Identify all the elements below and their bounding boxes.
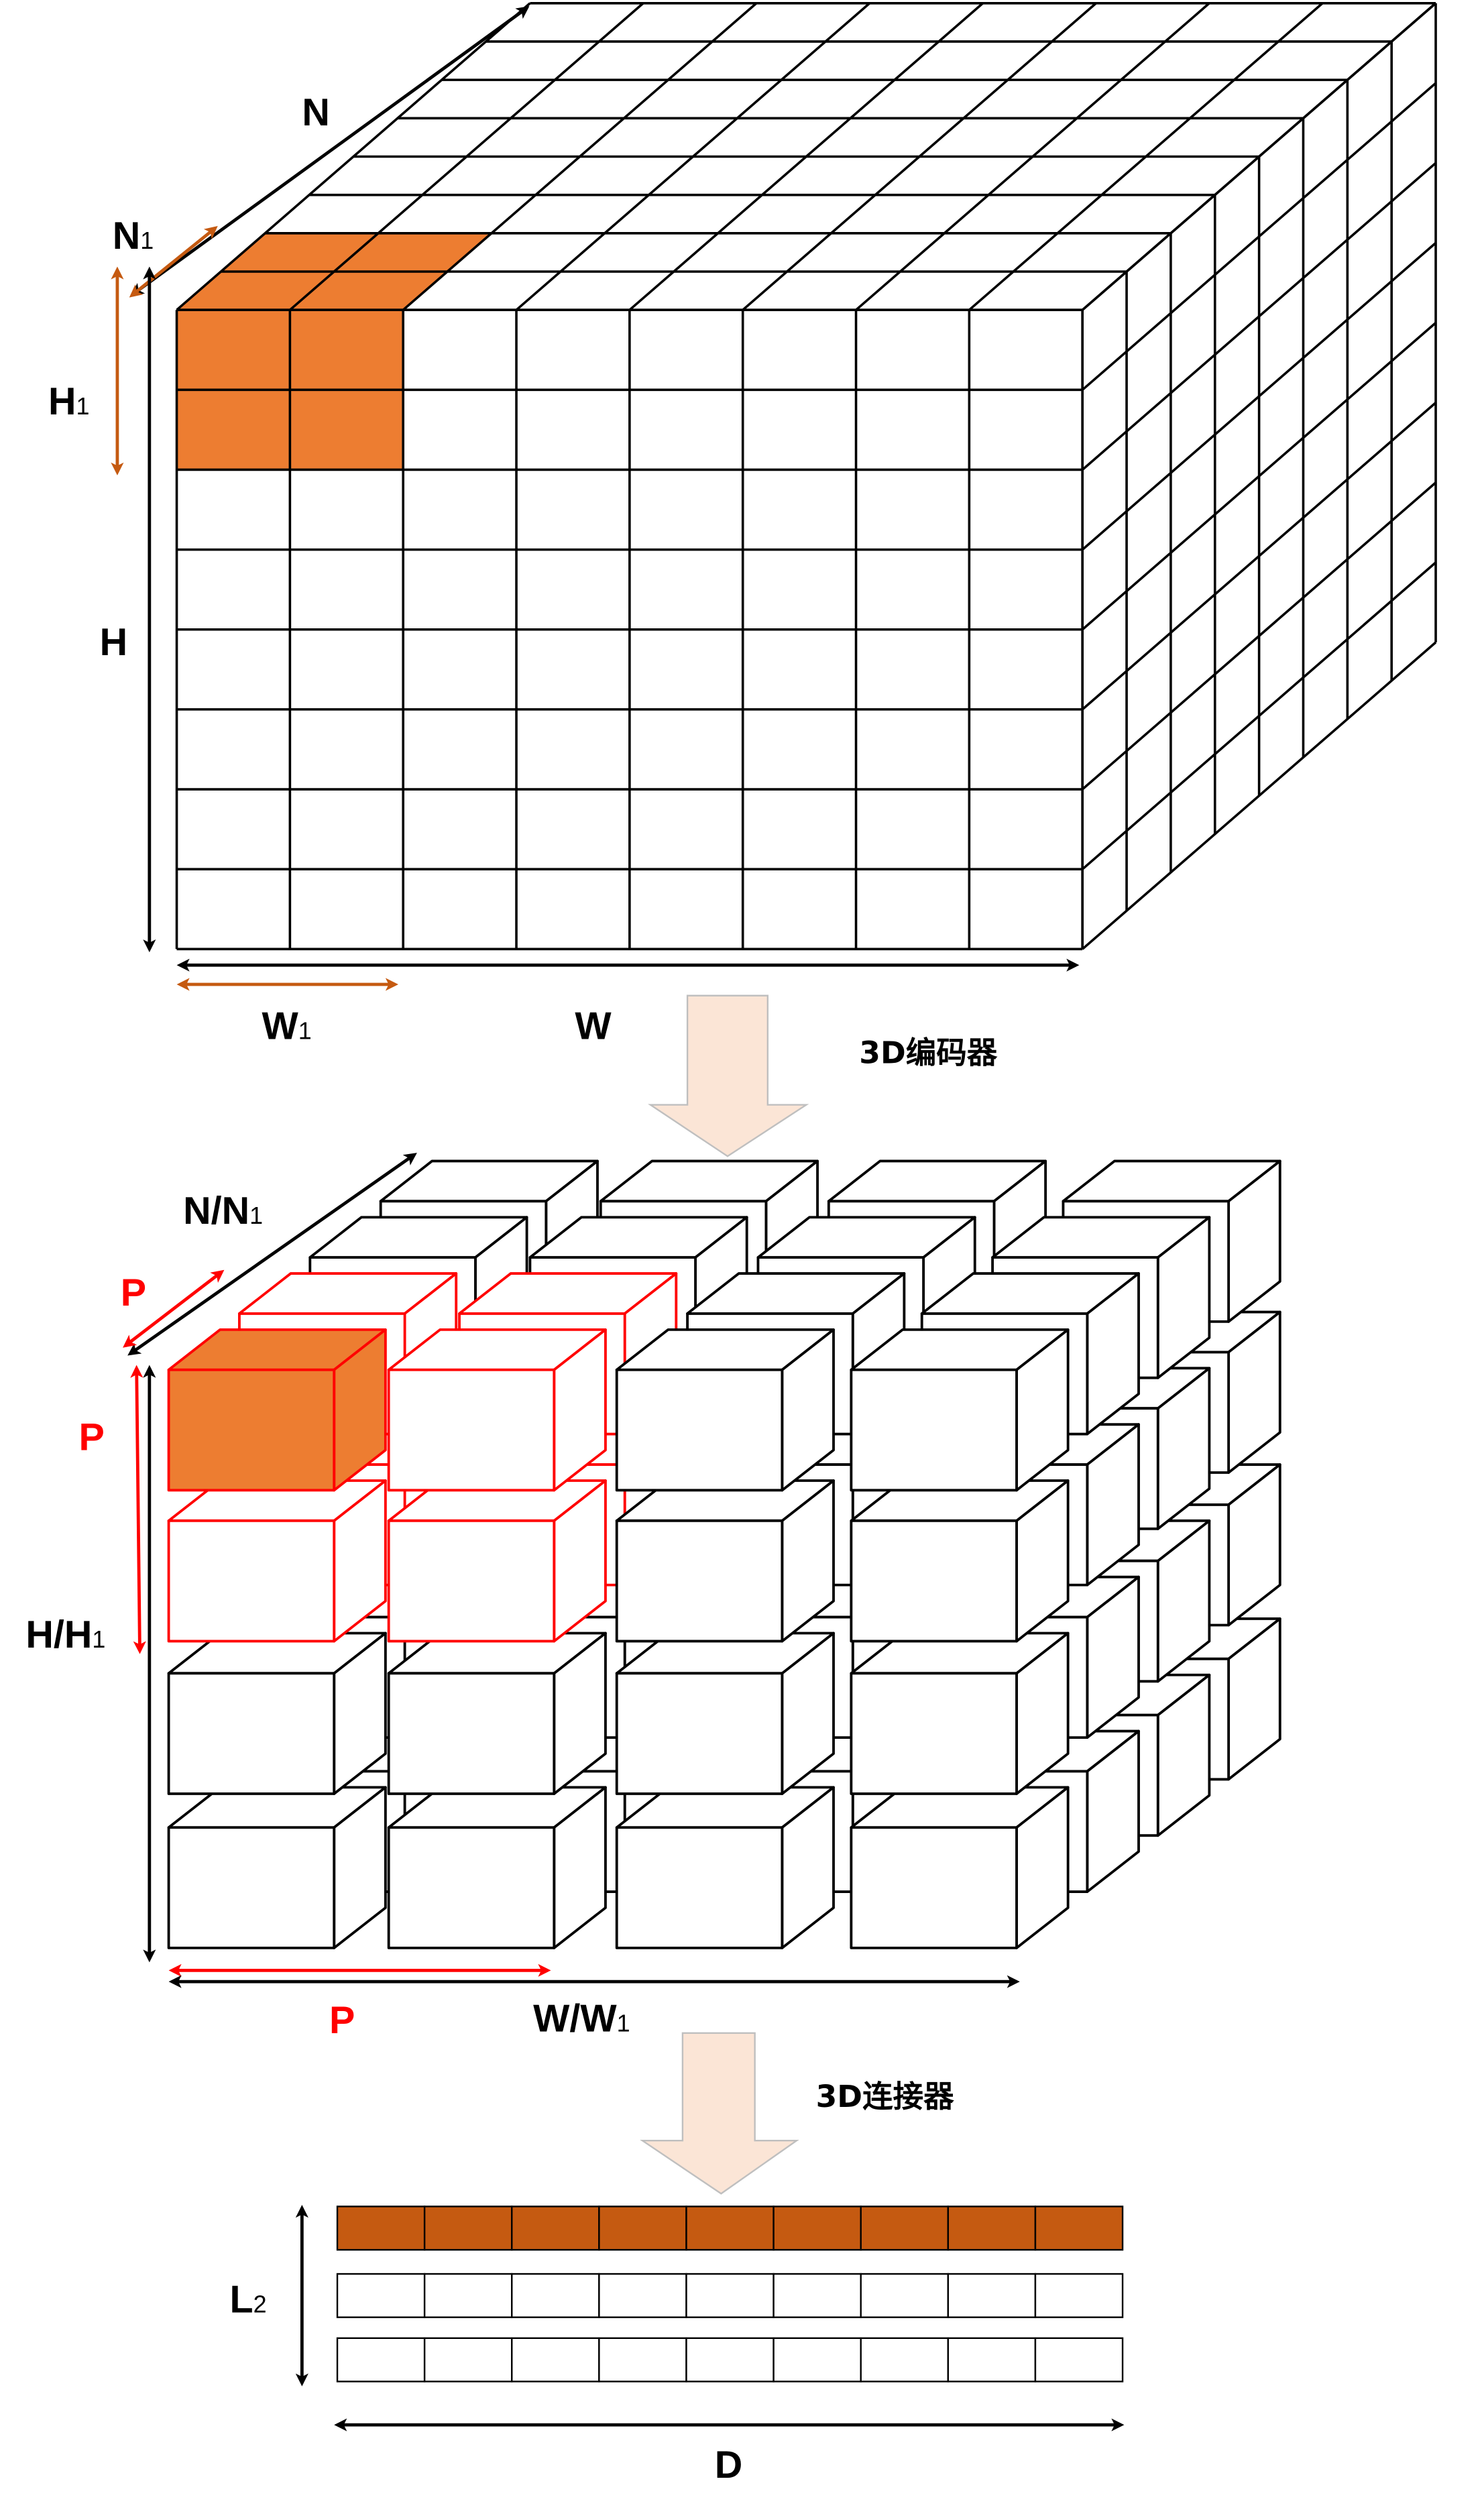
input-video-grid xyxy=(175,1,1437,951)
cube-front-face xyxy=(387,1368,556,1492)
cube-front-face xyxy=(850,1519,1018,1643)
token-cell xyxy=(947,2273,1037,2318)
p-height-arrow xyxy=(130,1365,146,1654)
token-sequence xyxy=(336,2206,1124,2383)
highlighted-token-cell xyxy=(511,2206,600,2251)
label-l2: L2 xyxy=(230,2278,267,2321)
encoder-arrow-icon xyxy=(648,994,809,1157)
highlight-front-cell xyxy=(176,310,290,390)
connector-label: 3D连接器 xyxy=(816,2079,954,2114)
token-cell xyxy=(947,2337,1037,2383)
cube-front-face xyxy=(167,1368,336,1492)
encoded-latent-cubes xyxy=(167,1159,1281,1949)
token-cell xyxy=(860,2273,950,2318)
highlighted-token-cell xyxy=(947,2206,1037,2251)
latent-cube xyxy=(615,1632,835,1795)
cube-front-face xyxy=(615,1672,784,1795)
highlight-front-cell xyxy=(290,390,404,470)
label-d: D xyxy=(715,2444,743,2486)
label-n1: N1 xyxy=(113,215,154,257)
token-cell xyxy=(1034,2273,1124,2318)
cube-front-face xyxy=(615,1368,784,1492)
latent-cube xyxy=(850,1786,1070,1949)
cube-front-face xyxy=(850,1672,1018,1795)
highlighted-token-cell xyxy=(860,2206,950,2251)
latent-cube xyxy=(850,1328,1070,1492)
highlighted-token-cell xyxy=(423,2206,513,2251)
cube-front-face xyxy=(387,1519,556,1643)
latent-cube xyxy=(615,1786,835,1949)
label-n: N xyxy=(302,91,330,134)
highlight-front-cell xyxy=(290,310,404,390)
token-cell xyxy=(511,2337,600,2383)
highlighted-token-cell xyxy=(336,2206,426,2251)
label-w: W xyxy=(575,1005,612,1047)
latent-cube xyxy=(387,1632,607,1795)
label-h-over-h1: H/H1 xyxy=(25,1613,105,1656)
dimension-arrows xyxy=(111,6,1125,2431)
highlighted-latent-cube xyxy=(167,1328,387,1492)
label-h: H xyxy=(100,621,128,664)
token-cell xyxy=(511,2273,600,2318)
p-depth-arrow xyxy=(123,1269,225,1348)
token-cell xyxy=(336,2337,426,2383)
latent-cube xyxy=(850,1479,1070,1643)
token-cell xyxy=(860,2337,950,2383)
token-cell xyxy=(423,2273,513,2318)
token-cell xyxy=(773,2337,862,2383)
latent-cube xyxy=(167,1786,387,1949)
latent-cube xyxy=(850,1632,1070,1795)
label-w-over-w1: W/W1 xyxy=(533,1997,630,2040)
highlight-front-cell xyxy=(176,390,290,470)
cube-front-face xyxy=(167,1519,336,1643)
label-n-over-n1: N/N1 xyxy=(183,1190,263,1233)
cube-front-face xyxy=(850,1368,1018,1492)
highlighted-token-cell xyxy=(685,2206,775,2251)
cube-front-face xyxy=(387,1826,556,1949)
token-cell xyxy=(336,2273,426,2318)
token-cell xyxy=(773,2273,862,2318)
label-p-height: P xyxy=(78,1416,104,1458)
token-cell xyxy=(598,2337,687,2383)
latent-cube xyxy=(387,1786,607,1949)
label-h1: H1 xyxy=(48,380,90,423)
cube-front-face xyxy=(167,1826,336,1949)
token-cell xyxy=(598,2273,687,2318)
highlighted-token-cell xyxy=(773,2206,862,2251)
latent-cube xyxy=(167,1632,387,1795)
encoder-label: 3D编码器 xyxy=(859,1035,997,1070)
label-p-depth: P xyxy=(121,1271,146,1314)
label-w1: W1 xyxy=(262,1005,311,1047)
cube-front-face xyxy=(850,1826,1018,1949)
connector-arrow-icon xyxy=(640,2032,799,2195)
latent-cube xyxy=(615,1328,835,1492)
token-cell xyxy=(423,2337,513,2383)
cube-front-face xyxy=(167,1672,336,1795)
patch-latent-cube xyxy=(387,1328,607,1492)
cube-front-face xyxy=(387,1672,556,1795)
label-p-width: P xyxy=(329,1999,355,2042)
latent-cube xyxy=(615,1479,835,1643)
highlighted-token-cell xyxy=(598,2206,687,2251)
patch-latent-cube xyxy=(167,1479,387,1643)
token-cell xyxy=(685,2337,775,2383)
token-cell xyxy=(685,2273,775,2318)
patch-latent-cube xyxy=(387,1479,607,1643)
cube-front-face xyxy=(615,1519,784,1643)
highlighted-token-cell xyxy=(1034,2206,1124,2251)
cube-front-face xyxy=(615,1826,784,1949)
token-cell xyxy=(1034,2337,1124,2383)
